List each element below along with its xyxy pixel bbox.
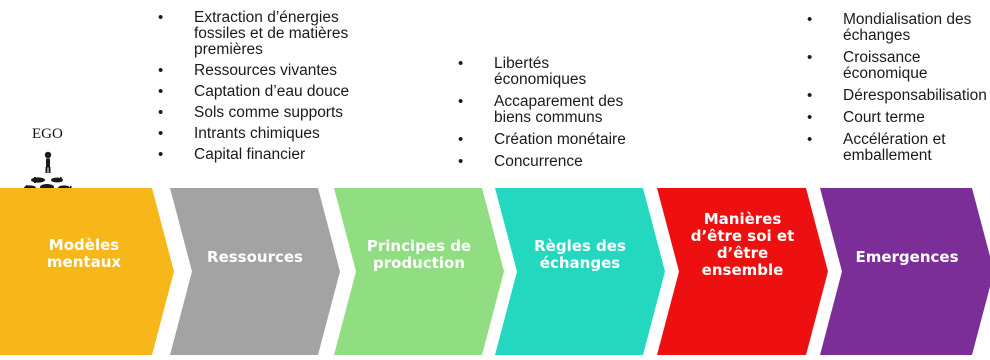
list-item: Ressources vivantes xyxy=(158,63,388,80)
chevron-label-principes-de-production: Principes de xyxy=(367,237,471,255)
chevron-emergences xyxy=(820,188,990,355)
list-item: Création monétaire xyxy=(458,132,668,149)
list-item: Intrants chimiques xyxy=(158,126,388,143)
chevron-label-ressources: Ressources xyxy=(207,248,303,266)
list-item: Court terme xyxy=(807,110,990,127)
chevron-label-modeles-mentaux: Modèles xyxy=(49,236,119,254)
list-item: Capital financier xyxy=(158,147,388,164)
list-item: Concurrence xyxy=(458,154,668,171)
chevron-regles-des-echanges xyxy=(495,188,665,355)
chevron-label-regles-des-echanges: Règles des xyxy=(534,237,626,255)
chevron-label-manieres-d-etre: Manières xyxy=(704,210,782,228)
list-item: Captation d’eau douce xyxy=(158,84,388,101)
list-item: Déresponsabilisation xyxy=(807,88,990,105)
chevron-manieres-d-etre xyxy=(657,188,828,355)
chevron-principes-de-production xyxy=(334,188,504,355)
chevron-ressources xyxy=(170,188,340,355)
chevron-label-modeles-mentaux: mentaux xyxy=(47,253,121,271)
chevron-label-manieres-d-etre: d’être xyxy=(717,244,768,262)
ego-label: EGO xyxy=(32,126,63,142)
chevron-label-manieres-d-etre: d’être soi et xyxy=(691,227,795,245)
chevron-label-principes-de-production: production xyxy=(373,254,465,272)
list-item: Sols comme supports xyxy=(158,105,388,122)
chevron-label-regles-des-echanges: échanges xyxy=(540,254,620,272)
chevron-label-emergences: Emergences xyxy=(855,248,958,266)
chevron-modeles-mentaux xyxy=(0,188,174,355)
chevron-label-manieres-d-etre: ensemble xyxy=(702,261,784,279)
